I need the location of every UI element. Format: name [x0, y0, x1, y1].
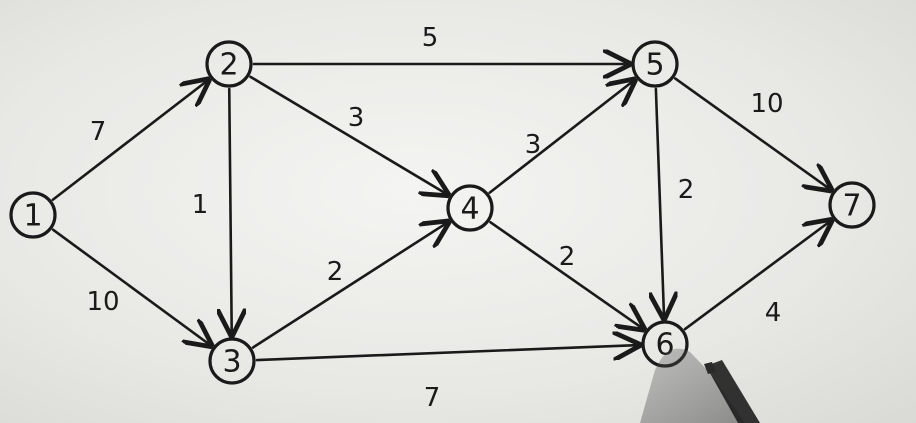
node-circle-4: [446, 184, 494, 232]
node-circle-1: [9, 191, 57, 239]
edge-5-7: [674, 77, 831, 190]
node-circle-7: [828, 181, 876, 229]
edge-2-4: [249, 75, 447, 195]
edge-weight-1-3: 10: [86, 287, 119, 317]
edge-weight-5-7: 10: [750, 89, 783, 119]
edge-4-6: [489, 221, 644, 329]
node-3: 3: [208, 337, 256, 385]
node-7: 7: [828, 181, 876, 229]
node-label-2: 2: [219, 48, 238, 83]
edge-weight-2-3: 1: [192, 190, 209, 220]
node-label-7: 7: [842, 189, 861, 224]
node-1: 1: [9, 191, 57, 239]
edge-1-2: [51, 80, 209, 202]
edge-weight-4-5: 3: [525, 130, 542, 160]
edge-4-5: [488, 80, 635, 194]
node-circle-5: [631, 40, 679, 88]
node-label-1: 1: [23, 199, 42, 234]
node-label-5: 5: [645, 48, 664, 83]
edge-weight-3-6: 7: [424, 383, 441, 413]
edge-weight-5-6: 2: [678, 175, 695, 205]
node-4: 4: [446, 184, 494, 232]
edge-6-7: [683, 221, 831, 331]
edge-weight-2-5: 5: [422, 23, 439, 53]
edge-weight-4-6: 2: [559, 242, 576, 272]
node-circle-3: [208, 337, 256, 385]
node-5: 5: [631, 40, 679, 88]
node-label-4: 4: [460, 192, 479, 227]
edge-3-4: [251, 222, 448, 349]
node-2: 2: [205, 40, 253, 88]
edge-weight-2-4: 3: [348, 103, 365, 133]
edge-3-6: [255, 345, 639, 362]
edge-weight-1-2: 7: [90, 117, 107, 147]
edge-weight-3-4: 2: [327, 257, 344, 287]
edge-5-6: [656, 87, 664, 318]
edge-2-3: [229, 87, 231, 335]
edge-weight-6-7: 4: [765, 298, 782, 328]
node-circle-2: [205, 40, 253, 88]
edge-1-3: [51, 228, 211, 346]
node-label-3: 3: [222, 345, 241, 380]
